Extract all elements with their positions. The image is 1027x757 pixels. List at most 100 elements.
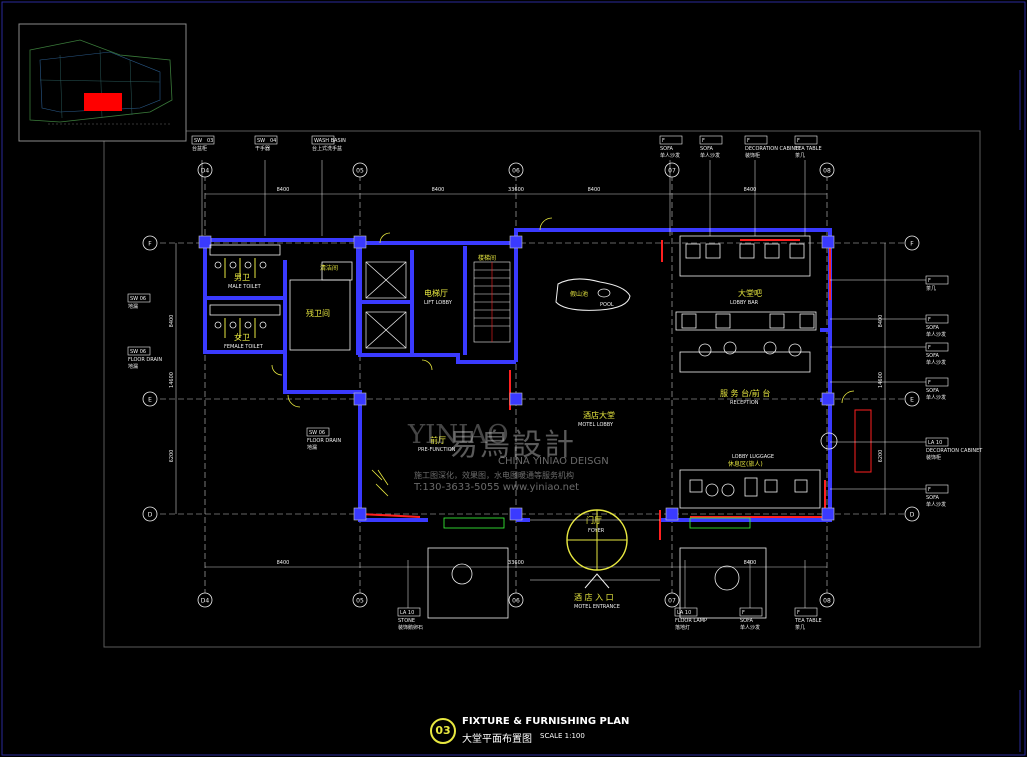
planters bbox=[427, 517, 767, 619]
tag-left-1-cn: 地漏 bbox=[128, 363, 138, 370]
label-lift-lobby-en: LIFT LOBBY bbox=[424, 300, 453, 306]
axis-left-0-label: F bbox=[148, 241, 152, 248]
dim-top-4: 8400 bbox=[744, 187, 757, 193]
label-reception-cn: 服 务 台/前 台 bbox=[720, 388, 770, 398]
axis-right-0-label: F bbox=[910, 241, 914, 248]
tag-top-1-num: 04 bbox=[270, 138, 276, 144]
walls bbox=[203, 228, 832, 522]
caption-title-en: FIXTURE & FURNISHING PLAN bbox=[462, 716, 630, 727]
dim-right-0: 8400 bbox=[878, 315, 884, 328]
tag-top-0-code: SW bbox=[194, 138, 202, 144]
tag-top-3-en: SOFA bbox=[660, 146, 674, 152]
axis-right-2: D bbox=[904, 506, 920, 522]
dim-top-0: 8400 bbox=[277, 187, 290, 193]
label-bar-en: LOBBY BAR bbox=[730, 300, 759, 306]
tag-bottom-3-cn: 茶几 bbox=[795, 624, 805, 631]
tag-bottom-1-en: FLOOR LAMP bbox=[675, 618, 707, 624]
label-female-toilet-cn: 女卫 bbox=[234, 332, 250, 342]
axis-bottom-1-label: 05 bbox=[356, 598, 364, 605]
tag-bottom-0-cn: 装饰鹅卵石 bbox=[398, 624, 423, 631]
dim-right-2: 6200 bbox=[878, 450, 884, 463]
label-foyer-en: FOYER bbox=[588, 528, 605, 534]
room-labels: 男卫 MALE TOILET 女卫 FEMALE TOILET 清洁间 残卫间 … bbox=[224, 254, 774, 610]
axis-bottom-2: 06 bbox=[508, 592, 524, 608]
tag-right-3-code: F bbox=[928, 380, 931, 386]
tag-right-3-cn: 单人沙发 bbox=[926, 394, 946, 401]
doors bbox=[271, 217, 855, 497]
tag-top-2-cn: 台上式洗手盆 bbox=[312, 145, 342, 152]
axis-top-3-label: 07 bbox=[668, 168, 676, 175]
tag-left-0-code: SW 06 bbox=[130, 296, 146, 302]
tag-left-2-cn: 地漏 bbox=[307, 444, 317, 451]
tag-bottom-0-en: STONE bbox=[398, 618, 415, 624]
label-entrance-en: MOTEL ENTRANCE bbox=[574, 604, 620, 610]
axis-bottom-4-label: 08 bbox=[823, 598, 831, 605]
caption-title-cn: 大堂平面布置图 bbox=[462, 734, 532, 745]
tag-left-1-code: SW 06 bbox=[130, 349, 146, 355]
axis-bottom-3: 07 bbox=[664, 592, 680, 608]
axis-top-2-label: 06 bbox=[512, 168, 520, 175]
tag-bottom-1-cn: 落地灯 bbox=[675, 624, 690, 631]
axis-right-2-label: D bbox=[910, 512, 915, 519]
dim-top-2: 33600 bbox=[508, 187, 524, 193]
dim-bottom-0: 8400 bbox=[277, 560, 290, 566]
axis-left-2-label: D bbox=[148, 512, 153, 519]
axis-top-4: 08 bbox=[819, 162, 835, 178]
tag-bottom-2-cn: 单人沙发 bbox=[740, 624, 760, 631]
label-pool-cn: 假山池 bbox=[570, 290, 588, 298]
axis-top-1: 05 bbox=[352, 162, 368, 178]
dim-left-1: 14600 bbox=[169, 372, 175, 388]
tag-right-0: F茶几 bbox=[830, 275, 949, 292]
tag-right-4-code: LA 10 bbox=[928, 440, 942, 446]
label-pre-function-en: PRE-FUNCTION bbox=[418, 447, 456, 453]
caption-number: 03 bbox=[430, 718, 456, 744]
tag-right-5-cn: 单人沙发 bbox=[926, 501, 946, 508]
pool bbox=[555, 278, 631, 311]
toilet-fixtures bbox=[209, 244, 353, 351]
tag-top-3-cn: 单人沙发 bbox=[660, 152, 680, 159]
label-lift-lobby-cn: 电梯厅 bbox=[424, 288, 448, 298]
label-foyer-cn: 门厅 bbox=[586, 515, 602, 525]
tag-right-0-code: F bbox=[928, 278, 931, 284]
tag-top-4-en: SOFA bbox=[700, 146, 714, 152]
key-plan bbox=[18, 23, 187, 142]
grid-lines bbox=[160, 175, 905, 595]
tag-top-6-cn: 茶几 bbox=[795, 152, 805, 159]
dim-top-3: 8400 bbox=[588, 187, 601, 193]
tag-bottom-3-en: TEA TABLE bbox=[794, 618, 822, 624]
drawing-caption: 03 FIXTURE & FURNISHING PLAN 大堂平面布置图 SCA… bbox=[430, 714, 630, 745]
tag-left-2-code: SW 06 bbox=[309, 430, 325, 436]
tag-right-4-cn: 装饰柜 bbox=[926, 454, 941, 461]
axes-left: FED bbox=[142, 235, 158, 522]
axis-bottom-1: 05 bbox=[352, 592, 368, 608]
label-reception-en: RECEPTION bbox=[730, 400, 759, 406]
dim-top-1: 8400 bbox=[432, 187, 445, 193]
toilet-yellow-partitions bbox=[224, 258, 256, 338]
tag-right-1-en: SOFA bbox=[926, 325, 940, 331]
foyer bbox=[530, 509, 660, 589]
elevators bbox=[365, 261, 407, 349]
tag-top-2-code: WASH BASIN bbox=[314, 138, 346, 144]
label-stair: 楼梯间 bbox=[478, 254, 496, 262]
axis-right-1: E bbox=[904, 391, 920, 407]
label-entrance-cn: 酒 店 入 口 bbox=[574, 592, 614, 602]
tag-top-5-en: DECORATION CABINET bbox=[745, 146, 802, 152]
